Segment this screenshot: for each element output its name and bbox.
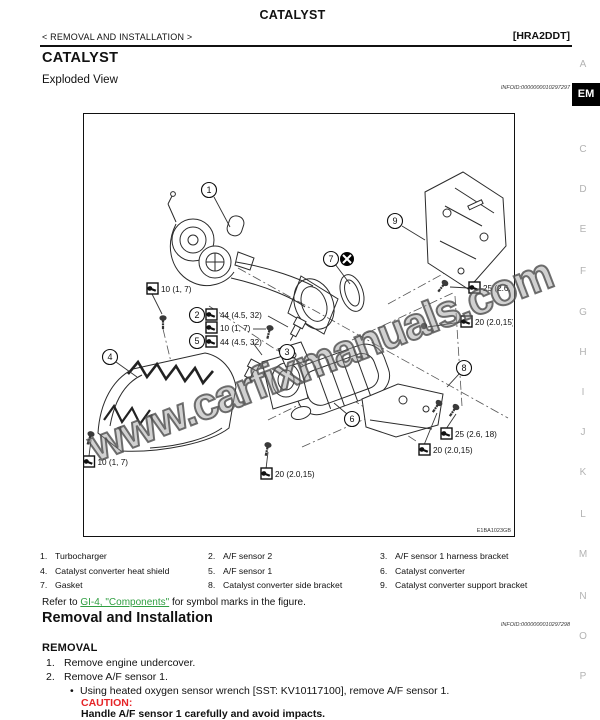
tab-h[interactable]: H [579,347,587,358]
torque-icon [205,335,218,348]
tab-em-active[interactable]: EM [572,83,600,106]
torque-value: 25 (2.6, 18) [455,430,497,439]
callout-5: 5 [194,336,199,346]
part-item: 7.Gasket [40,580,83,591]
turbocharger-drawing [167,191,255,286]
part-callouts: 1 2 3 4 5 6 7 8 9 [101,181,473,428]
callout-4: 4 [107,352,112,362]
tab-j[interactable]: J [580,427,586,438]
callout-3: 3 [284,347,289,357]
part-item: 3.A/F sensor 1 harness bracket [380,551,509,562]
callout-6: 6 [349,414,354,424]
torque-icon [84,455,96,468]
callout-7: 7 [328,254,333,264]
tab-f[interactable]: F [579,266,587,277]
removal-heading: REMOVAL [42,642,98,654]
side-bracket-drawing [361,383,444,438]
torque-icon [468,281,481,294]
figure-code: E1BA1023GB [477,528,512,534]
part-item: 8.Catalyst converter side bracket [208,580,343,591]
tab-o[interactable]: O [579,631,587,642]
torque-value: 10 (1, 7) [161,285,192,294]
model-code: [HRA2DDT] [512,30,570,42]
tab-c[interactable]: C [579,144,587,155]
parts-row: 1.Turbocharger 2.A/F sensor 2 3.A/F sens… [40,549,575,564]
page-title: CATALYST [259,8,326,22]
callout-1: 1 [206,185,211,195]
support-bracket-drawing [424,171,507,290]
section-letter-tabs: A EM C D E F G H I J K L M N O P [566,0,600,717]
torque-labels: 10 (1, 7) 44 (4.5, 32) 10 (1, 7) 44 (4.5… [84,281,513,480]
removal-step-2: 2. Remove A/F sensor 1. [46,671,168,683]
tab-k[interactable]: K [579,467,587,478]
part-item: 5.A/F sensor 1 [208,565,273,576]
breadcrumb[interactable]: < REMOVAL AND INSTALLATION > [42,32,193,42]
part-item: 4.Catalyst converter heat shield [40,565,170,576]
torque-icon [205,308,218,321]
components-link[interactable]: GI-4, "Components" [80,597,170,608]
refer-note: Refer to GI-4, "Components" for symbol m… [42,597,306,608]
removal-substep: • Using heated oxygen sensor wrench [SST… [70,685,450,697]
torque-value: 44 (4.5, 32) [220,338,262,347]
tab-m[interactable]: M [578,549,588,560]
tab-g[interactable]: G [579,307,587,318]
tab-i[interactable]: I [581,387,585,398]
parts-row: 7.Gasket 8.Catalyst converter side brack… [40,578,575,593]
catalyst-converter-drawing [261,343,391,420]
callout-8: 8 [461,363,466,373]
tab-p[interactable]: P [579,671,587,682]
torque-icon [460,315,473,328]
parts-row: 4.Catalyst converter heat shield 5.A/F s… [40,564,575,579]
heat-shield-drawing [97,352,237,452]
parts-list: 1.Turbocharger 2.A/F sensor 2 3.A/F sens… [40,549,575,593]
caution-text: Handle A/F sensor 1 carefully and avoid … [81,708,326,720]
part-item: 1.Turbocharger [40,551,107,562]
torque-value: 20 (2.0,15) [475,318,513,327]
removal-step-1: 1. Remove engine undercover. [46,657,196,669]
bolt-icons [84,277,462,458]
torque-value: 10 (1, 7) [98,458,129,467]
tab-e[interactable]: E [579,224,587,235]
caution-label: CAUTION: [81,697,133,709]
tab-a[interactable]: A [579,59,587,70]
torque-value: 44 (4.5, 32) [220,311,262,320]
torque-value: 20 (2.0,15) [433,446,473,455]
subsection-title: Exploded View [42,74,118,86]
torque-icon [260,467,273,480]
torque-value: 10 (1, 7) [220,324,251,333]
leader-lines [88,196,470,470]
infoid-removal-installation: INFOID:0000000010297298 [500,622,570,628]
section-title: CATALYST [42,50,119,66]
part-item: 9.Catalyst converter support bracket [380,580,528,591]
bullet-icon: • [70,685,74,697]
non-reusable-icon [340,252,354,266]
torque-icon [146,282,159,295]
tab-n[interactable]: N [579,591,587,602]
part-item: 6.Catalyst converter [380,565,466,576]
removal-installation-title: Removal and Installation [42,610,213,626]
torque-icon [205,321,218,334]
callout-2: 2 [194,310,199,320]
header-rule [40,45,572,47]
af-sensor-1-drawing [243,358,261,383]
exhaust-manifold-drawing [230,261,339,335]
tab-d[interactable]: D [579,184,587,195]
infoid-exploded-view: INFOID:0000000010297297 [500,85,570,91]
tab-l[interactable]: L [580,509,586,520]
part-item: 2.A/F sensor 2 [208,551,273,562]
torque-value: 25 (2.6, 18) [483,284,513,293]
af-sensor-2-drawing [289,316,307,341]
callout-9: 9 [392,216,397,226]
torque-icon [440,427,453,440]
torque-icon [418,443,431,456]
exploded-view-figure: 1 2 3 4 5 6 7 8 9 10 (1, 7) 44 (4.5, 32)… [83,113,515,537]
torque-value: 20 (2.0,15) [275,470,315,479]
gasket-drawing [339,274,365,312]
